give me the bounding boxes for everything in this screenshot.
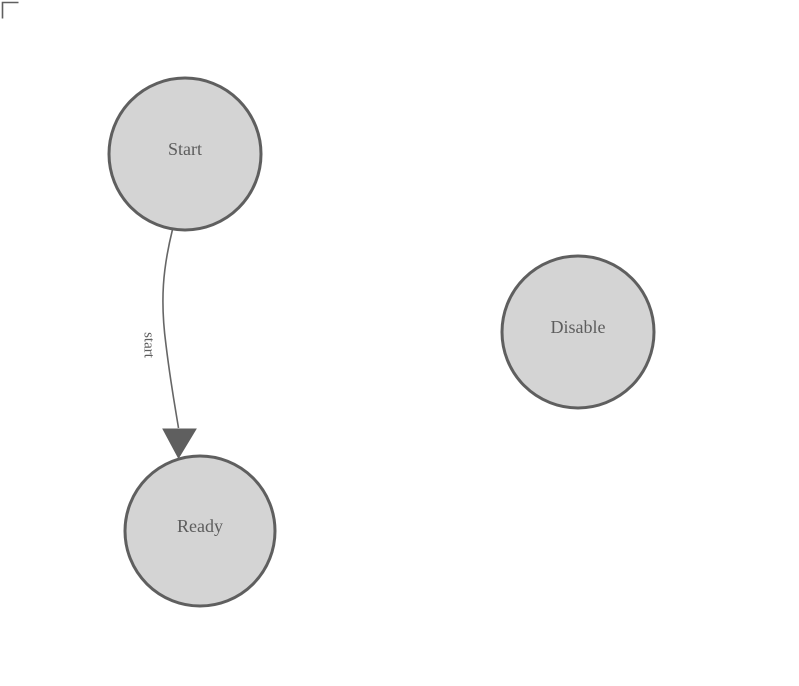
node-ready-circle[interactable]	[123, 454, 277, 608]
node-start-label: Start	[168, 139, 202, 159]
edge-label-group: start	[141, 332, 157, 359]
edge-label-start: start	[141, 332, 157, 359]
node-disable-label: Disable	[551, 317, 606, 337]
node-disable[interactable]: Disable	[500, 254, 656, 410]
node-start-circle[interactable]	[107, 76, 263, 232]
node-ready[interactable]: Ready	[123, 454, 277, 608]
edge-line	[162, 229, 180, 429]
edge-start-to-ready[interactable]: start	[141, 229, 197, 460]
crop-mark-top-left-icon	[1, 1, 19, 19]
node-start[interactable]: Start	[107, 76, 263, 232]
node-ready-label: Ready	[177, 516, 223, 536]
arrowhead-icon	[162, 428, 197, 460]
node-disable-circle[interactable]	[500, 254, 656, 410]
